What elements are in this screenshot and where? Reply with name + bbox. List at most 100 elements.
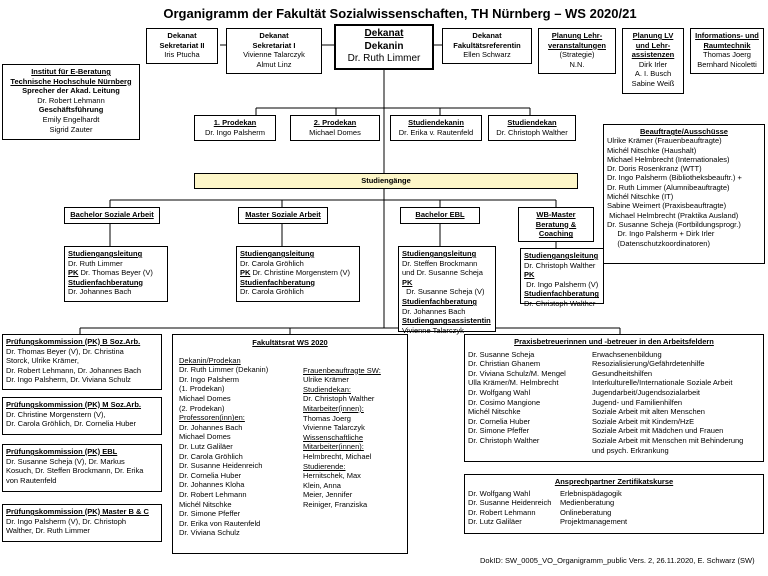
ref-line1: Dekanat (472, 31, 502, 40)
zertifikatskurse-box: Ansprechpartner Zertifikatskurse Dr. Wol… (464, 474, 764, 534)
fr-member: Dr. Carola Gröhlich (179, 451, 243, 461)
praxis-person: Michél Nitschke (468, 407, 521, 417)
lv-line3: assistenzen (631, 50, 675, 60)
fr-member: Dr. Simone Pfeffer (179, 509, 241, 519)
ebl-l2: Dr. Susanne Scheja (V) (402, 287, 485, 297)
bsa-l2: Dr. Thomas Beyer (V) (78, 268, 153, 278)
sd2-name: Dr. Christoph Walther (496, 127, 568, 137)
fr-member: (2. Prodekan) (179, 403, 225, 413)
fakultaetsrat-right-column: Frauenbeauftragte SW: Ulrike Krämer Stud… (303, 356, 399, 538)
institut-e-beratung-box: Institut für E-Beratung Technische Hochs… (2, 64, 140, 140)
beauftragte-line: Michael Helmbrecht (Praktika Ausland) (607, 210, 739, 220)
zertifikat-row: Dr. Lutz Galiläer Projektmanagement (468, 517, 760, 527)
pk-line: Dr. Ingo Palsherm (V), Dr. Christoph (6, 516, 127, 526)
wb-master-title-box: WB-Master Beratung & Coaching (518, 207, 594, 242)
it-line1: Informations- und (695, 31, 759, 40)
praxis-person: Dr. Wolfgang Wahl (468, 387, 531, 397)
praxis-field: Resozialisierung/Gefährdetenhilfe (592, 359, 705, 369)
msa-l1: Dr. Carola Gröhlich (240, 258, 304, 268)
zertifikat-person: Dr. Robert Lehmann (468, 507, 536, 517)
studiendekan-box: Studiendekan Dr. Christoph Walther (488, 115, 576, 141)
prodekan-2-box: 2. Prodekan Michael Domes (290, 115, 380, 141)
bsa-l1: Dr. Ruth Limmer (68, 258, 123, 268)
fr-right-h5: Mitarbeiter(innen): (303, 442, 364, 452)
ebl-l1b: und Dr. Susanne Scheja (402, 268, 483, 278)
wb-l1: Dr. Christoph Walther (524, 260, 596, 270)
institut-l3: Sprecher der Akad. Leitung (22, 86, 120, 96)
institut-l5: Geschäftsführung (38, 105, 104, 115)
p1-title: 1. Prodekan (213, 118, 257, 127)
wb-l3: Dr. Christoph Walther (524, 298, 596, 308)
sek2-name: Iris Ptucha (164, 50, 200, 60)
planung-lehrveranstaltungen-box: Planung Lehr- veranstaltungen (Strategie… (538, 28, 616, 74)
ebl-l4: Vivienne Talarczyk (402, 325, 464, 335)
zertifikat-person: Dr. Lutz Galiläer (468, 517, 522, 527)
ref-name: Ellen Schwarz (463, 50, 511, 60)
zertifikat-person: Dr. Susanne Heidenreich (468, 498, 552, 508)
beauftragte-box: Beauftragte/Ausschüsse Ulrike Krämer (Fr… (603, 124, 765, 264)
pk-line: Dr. Carola Gröhlich, Dr. Cornelia Huber (6, 419, 137, 429)
fr-member: Dr. Cornelia Huber (179, 470, 242, 480)
praxis-person: Dr. Christian Ghanem (468, 359, 541, 369)
sek2-line1: Dekanat (167, 31, 197, 40)
p2-title: 2. Prodekan (313, 118, 357, 127)
fr-member: Dr. Lutz Galiläer (179, 441, 233, 451)
fr-member: Dr. Robert Lehmann (179, 489, 247, 499)
bsa-l3: Dr. Johannes Bach (68, 287, 132, 297)
fr-member: Helmbrecht, Michael (303, 451, 372, 461)
fr-member: Dr. Ruth Limmer (Dekanin) (179, 365, 269, 375)
beauftragte-line: (Datenschutzkoordinatoren) (607, 238, 710, 248)
beauftragte-line: Dr. Susanne Scheja (Fortbildungsprogr.) (607, 219, 741, 229)
prodekan-1-box: 1. Prodekan Dr. Ingo Palsherm (194, 115, 276, 141)
fr-member: Dr. Susanne Heidenreich (179, 461, 263, 471)
beauftragte-line: Michél Nitschke (Haushalt) (607, 145, 697, 155)
zertifikat-course: Erlebnispädagogik (560, 488, 622, 498)
lv-line1: Planung LV (632, 31, 674, 40)
wb-pk: PK (524, 270, 535, 280)
pk-line: Dr. Susanne Scheja (V), Dr. Markus (6, 456, 125, 466)
studiendekanin-box: Studiendekanin Dr. Erika v. Rautenfeld (390, 115, 482, 141)
sekretariat-2-box: Dekanat Sekretariat II Iris Ptucha (146, 28, 218, 64)
fr-member: Michael Domes (179, 432, 231, 442)
fr-member: Meier, Jennifer (303, 490, 353, 500)
lv-line2: und Lehr- (635, 40, 671, 50)
sekretariat-1-box: Dekanat Sekretariat I Vivienne Talarczyk… (226, 28, 322, 74)
pk-line: Dr. Robert Lehmann, Dr. Johannes Bach (6, 365, 142, 375)
praxis-field: Soziale Arbeit mit Kindern/HzE (592, 416, 695, 426)
beauftragte-line: Michél Nitschke (IT) (607, 192, 674, 202)
beauftragte-line: Dr. Ruth Limmer (Alumnibeauftragte) (607, 182, 730, 192)
it-box: Informations- und Raumtechnik Thomas Joe… (690, 28, 764, 74)
fr-member: (1. Prodekan) (179, 384, 225, 394)
beauftragte-line: Ulrike Krämer (Frauenbeauftragte) (607, 136, 722, 146)
praxisbetreuer-box: Praxisbetreuerinnen und -betreuer in den… (464, 334, 764, 462)
sd2-title: Studiendekan (507, 118, 557, 127)
beauftragte-line: Sabine Weimert (Praxisbeauftragte) (607, 201, 727, 211)
fr-member: Dr. Ingo Palsherm (179, 374, 240, 384)
ebl-l3: Dr. Johannes Bach (402, 306, 466, 316)
bachelor-ebl-title: Bachelor EBL (400, 207, 480, 224)
fr-member: Dr. Johannes Kloha (179, 480, 245, 490)
wb-h1: Studiengangsleitung (524, 251, 599, 260)
praxis-person: Dr. Viviana Schulz/M. Mengel (468, 368, 566, 378)
dekanat-box: Dekanat Dekanin Dr. Ruth Limmer (334, 24, 434, 70)
msa-h2: Studienfachberatung (240, 277, 316, 287)
p1-name: Dr. Ingo Palsherm (204, 127, 266, 137)
pk-ebl-box: Prüfungskommission (PK) EBL Dr. Susanne … (2, 444, 162, 492)
pk-line: Storck, Ulrike Krämer, (6, 356, 79, 366)
lv-name-3: Sabine Weiß (631, 78, 675, 88)
ebl-h3: Studiengangsassistentin (402, 316, 491, 326)
sek1-line1: Dekanat (259, 31, 289, 40)
praxis-field: Soziale Arbeit mit Menschen mit Behinder… (592, 435, 744, 445)
zertifikat-person: Dr. Wolfgang Wahl (468, 488, 531, 498)
fr-member: Michél Nitschke (179, 499, 232, 509)
page-title: Organigramm der Fakultät Sozialwissensch… (163, 6, 637, 21)
zertifikat-course: Projektmanagement (560, 517, 628, 527)
pk-line: Walther, Dr. Ruth Limmer (6, 526, 90, 536)
ref-line2: Fakultätsreferentin (453, 40, 521, 50)
pk-title: Prüfungskommission (PK) Master B & C (6, 507, 149, 516)
